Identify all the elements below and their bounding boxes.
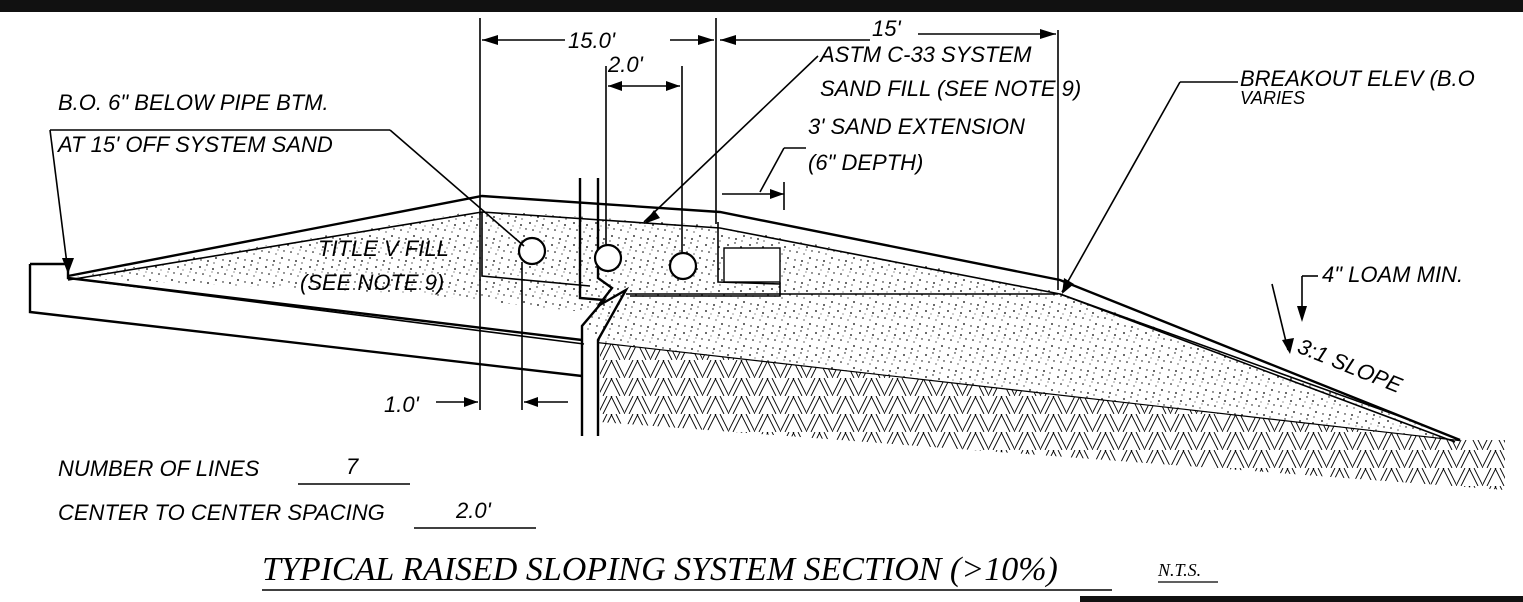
left-fill-stipple xyxy=(68,210,604,312)
leader-astm xyxy=(643,55,819,224)
breakout-line2: VARIES xyxy=(1240,88,1305,108)
breakout-toe-line xyxy=(1059,293,1411,421)
sand-extension-box xyxy=(723,247,781,283)
leader-loam xyxy=(1297,275,1318,322)
fill-top-line xyxy=(67,211,1456,443)
distribution-pipe-1 xyxy=(517,236,547,266)
distribution-pipe-2 xyxy=(593,243,623,273)
dim-2-0-label: 2.0' xyxy=(607,52,644,77)
leader-slope xyxy=(1271,283,1294,354)
sand-bed-outline xyxy=(481,212,591,287)
bo-note-line1: B.O. 6" BELOW PIPE BTM. xyxy=(58,90,329,115)
dim-15-0-label: 15.0' xyxy=(568,28,616,53)
dimension-1-0 xyxy=(436,262,568,410)
astm-line1: ASTM C-33 SYSTEM xyxy=(818,42,1032,67)
loam-top-line xyxy=(67,194,1461,442)
astm-line2: SAND FILL (SEE NOTE 9) xyxy=(820,76,1081,101)
dimension-2-0 xyxy=(605,66,683,252)
scale-note: N.T.S. xyxy=(1157,560,1201,580)
bo-note-line2: AT 15' OFF SYSTEM SAND xyxy=(56,132,333,157)
leader-breakout xyxy=(1061,81,1238,294)
distribution-pipe-3 xyxy=(668,251,698,281)
title-v-line2: (SEE NOTE 9) xyxy=(300,270,444,295)
sand-ext-line1: 3' SAND EXTENSION xyxy=(808,114,1025,139)
leader-bo-note xyxy=(49,129,525,274)
top-border xyxy=(0,0,1523,12)
spacing-value: 2.0' xyxy=(455,498,492,523)
dimension-15-0 xyxy=(479,18,717,410)
loam-label: 4" LOAM MIN. xyxy=(1322,262,1463,287)
spacing-label: CENTER TO CENTER SPACING xyxy=(58,500,385,525)
existing-grade-line xyxy=(67,277,585,345)
sand-ext-line2: (6" DEPTH) xyxy=(808,150,923,175)
sand-extension-outline xyxy=(630,222,781,297)
lines-value: 7 xyxy=(346,454,359,479)
title-v-line1: TITLE V FILL xyxy=(318,236,449,261)
breakout-line1: BREAKOUT ELEV (B.O xyxy=(1240,66,1475,91)
dim-1-0-label: 1.0' xyxy=(384,392,420,417)
bottom-border xyxy=(1080,596,1523,602)
lines-label: NUMBER OF LINES xyxy=(58,456,260,481)
break-line-2 xyxy=(596,178,630,436)
dim-15-label: 15' xyxy=(872,16,901,41)
drawing-title: TYPICAL RAISED SLOPING SYSTEM SECTION (>… xyxy=(262,551,1058,588)
leader-sand-ext xyxy=(722,147,806,210)
dimension-15 xyxy=(720,29,1059,290)
native-soil-hatch xyxy=(600,342,1505,490)
